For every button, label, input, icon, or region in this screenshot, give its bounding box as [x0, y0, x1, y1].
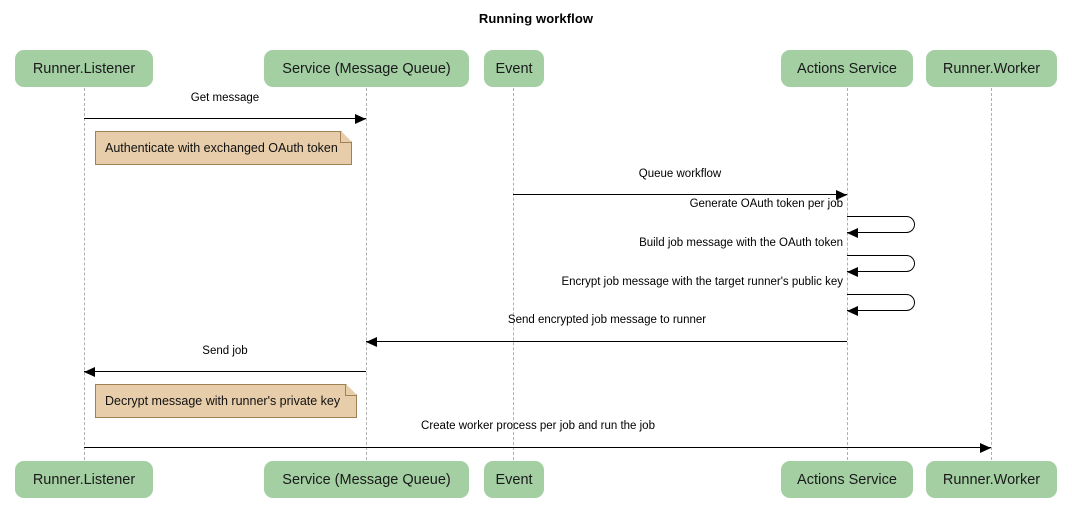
actor-label: Runner.Worker: [942, 471, 1041, 488]
note-authenticate-with-exchanged-oauth-token: Authenticate with exchanged OAuth token: [95, 131, 352, 165]
actor-runner-listener-top[interactable]: Runner.Listener: [15, 50, 153, 87]
note-decrypt-message-with-runners-private-key: Decrypt message with runner's private ke…: [95, 384, 357, 418]
actor-label: Event: [495, 471, 533, 488]
actor-runner-worker-top[interactable]: Runner.Worker: [926, 50, 1057, 87]
lifeline-runner-worker: [991, 88, 992, 460]
arrow-head-right-icon: [355, 114, 366, 124]
arrow-head-left-icon: [847, 228, 858, 238]
message-line: [84, 118, 366, 119]
message-label: Send job: [202, 345, 248, 357]
note-text: Decrypt message with runner's private ke…: [105, 394, 341, 408]
message-label: Send encrypted job message to runner: [507, 314, 707, 326]
actor-runner-listener-bottom[interactable]: Runner.Listener: [15, 461, 153, 498]
actor-event-top[interactable]: Event: [484, 50, 544, 87]
actor-service-message-queue-bottom[interactable]: Service (Message Queue): [264, 461, 469, 498]
actor-service-message-queue-top[interactable]: Service (Message Queue): [264, 50, 469, 87]
arrow-head-right-icon: [836, 190, 847, 200]
actor-actions-service-top[interactable]: Actions Service: [781, 50, 913, 87]
lifeline-event: [513, 88, 514, 460]
self-loop-path: [847, 294, 915, 311]
message-line: [84, 447, 991, 448]
message-label: Build job message with the OAuth token: [639, 237, 843, 249]
note-fold-corner-icon: [346, 384, 357, 395]
message-label: Queue workflow: [638, 168, 722, 180]
note-fold-corner-icon: [341, 131, 352, 142]
arrow-head-left-icon: [847, 306, 858, 316]
actor-label: Service (Message Queue): [282, 471, 451, 488]
actor-label: Actions Service: [797, 60, 897, 77]
message-label: Create worker process per job and run th…: [421, 420, 655, 432]
message-label: Encrypt job message with the target runn…: [561, 276, 843, 288]
self-loop-path: [847, 255, 915, 272]
page-title: Running workflow: [478, 11, 594, 26]
actor-runner-worker-bottom[interactable]: Runner.Worker: [926, 461, 1057, 498]
arrow-head-left-icon: [84, 367, 95, 377]
actor-label: Runner.Worker: [942, 60, 1041, 77]
arrow-head-right-icon: [980, 443, 991, 453]
self-loop-path: [847, 216, 915, 233]
actor-label: Event: [495, 60, 533, 77]
arrow-head-left-icon: [847, 267, 858, 277]
actor-label: Runner.Listener: [32, 471, 136, 488]
arrow-head-left-icon: [366, 337, 377, 347]
actor-label: Actions Service: [797, 471, 897, 488]
actor-label: Runner.Listener: [32, 60, 136, 77]
message-label: Generate OAuth token per job: [689, 198, 843, 210]
message-line: [513, 194, 847, 195]
lifeline-runner-listener: [84, 88, 85, 460]
lifeline-service-message-queue: [366, 88, 367, 460]
message-line: [366, 341, 847, 342]
actor-event-bottom[interactable]: Event: [484, 461, 544, 498]
message-line: [84, 371, 366, 372]
message-label: Get message: [190, 92, 260, 104]
actor-actions-service-bottom[interactable]: Actions Service: [781, 461, 913, 498]
actor-label: Service (Message Queue): [282, 60, 451, 77]
note-text: Authenticate with exchanged OAuth token: [105, 141, 338, 155]
